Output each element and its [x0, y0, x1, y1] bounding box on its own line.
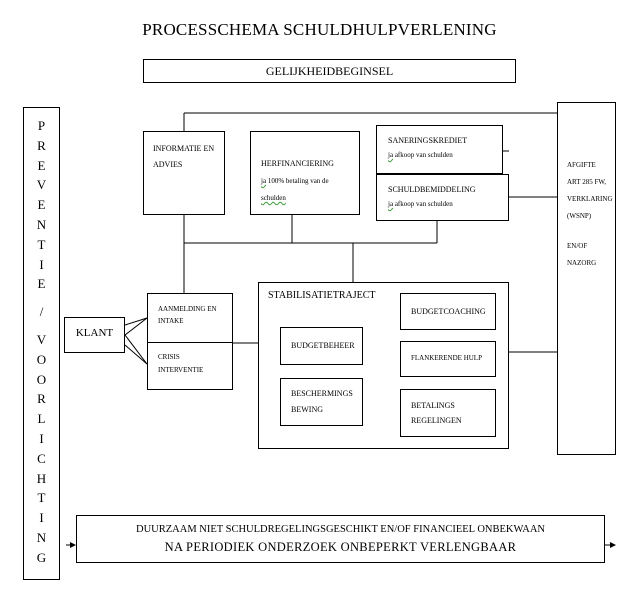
- page-title: PROCESSCHEMA SCHULDHULPVERLENING: [142, 20, 497, 39]
- prevention-letter: /: [39, 304, 44, 320]
- completion-line2: ART 285 FW,: [567, 178, 607, 186]
- long-term-line2: NA PERIODIEK ONDERZOEK ONBEPERKT VERLENG…: [164, 540, 517, 554]
- long-term-box: DUURZAAM NIET SCHULDREGELINGSGESCHIKT EN…: [76, 515, 605, 563]
- client-label: KLANT: [75, 327, 114, 339]
- completion-line4: (WSNP): [567, 212, 592, 220]
- supporting-help-box: FLANKERENDE HULP: [400, 341, 496, 377]
- client-box: KLANT: [64, 317, 125, 353]
- completion-line3: VERKLARING: [567, 195, 613, 203]
- remediation-credit-title: SANERINGSKREDIET: [388, 136, 468, 145]
- stabilization-title: STABILISATIETRAJECT: [268, 290, 376, 301]
- remediation-credit-sub: ja afkoop van schulden: [388, 151, 453, 159]
- prevention-letter: T: [37, 236, 46, 252]
- prevention-letter: R: [37, 137, 46, 153]
- prevention-letter: I: [39, 256, 44, 272]
- information-advice-box: INFORMATIE EN ADVIES: [143, 131, 225, 215]
- completion-line6: NAZORG: [567, 259, 597, 267]
- long-term-line1: DUURZAAM NIET SCHULDREGELINGSGESCHIKT EN…: [135, 524, 545, 535]
- prevention-letter: I: [39, 430, 44, 446]
- refinancing-box: HERFINANCIERING ja 100% betaling van de …: [250, 131, 360, 215]
- principle-banner-label: GELIJKHEIDBEGINSEL: [265, 64, 394, 78]
- completion-column: AFGIFTE ART 285 FW, VERKLARING (WSNP) EN…: [557, 102, 616, 455]
- remediation-credit-box: SANERINGSKREDIET ja afkoop van schulden: [376, 125, 503, 174]
- crisis-line2: INTERVENTIE: [158, 366, 204, 374]
- prevention-letter: R: [37, 391, 46, 407]
- crisis-line1: CRISIS: [158, 353, 180, 361]
- protection-line2: BEWING: [291, 405, 323, 414]
- budget-coaching-box: BUDGETCOACHING: [400, 293, 496, 330]
- completion-line5: EN/OF: [567, 242, 588, 250]
- crisis-intervention-box: CRISIS INTERVENTIE: [147, 342, 233, 390]
- payment-arrangements-line2: REGELINGEN: [411, 416, 462, 425]
- budget-management-box: BUDGETBEHEER: [280, 327, 363, 365]
- budget-management-label: BUDGETBEHEER: [291, 341, 355, 350]
- prevention-letter: V: [36, 331, 47, 347]
- supporting-help-label: FLANKERENDE HULP: [411, 354, 482, 362]
- refinancing-title: HERFINANCIERING: [261, 159, 334, 168]
- prevention-letter: E: [37, 276, 46, 292]
- protection-box: BESCHERMINGS BEWING: [280, 378, 363, 426]
- prevention-letter: N: [36, 216, 47, 232]
- intake-box: AANMELDING EN INTAKE: [147, 293, 233, 343]
- prevention-letter: O: [36, 351, 47, 367]
- prevention-letter: E: [37, 197, 46, 213]
- payment-arrangements-box: BETALINGS REGELINGEN: [400, 389, 496, 437]
- information-advice-line1: INFORMATIE EN: [153, 144, 215, 153]
- stabilization-box: STABILISATIETRAJECT: [258, 282, 509, 449]
- prevention-letter: V: [36, 177, 47, 193]
- prevention-letter: G: [36, 549, 47, 565]
- payment-arrangements-line1: BETALINGS: [411, 401, 455, 410]
- protection-line1: BESCHERMINGS: [291, 389, 353, 398]
- completion-line1: AFGIFTE: [567, 161, 596, 169]
- refinancing-sub2: schulden: [261, 194, 286, 202]
- information-advice-line2: ADVIES: [153, 160, 183, 169]
- prevention-letter: O: [36, 371, 47, 387]
- debt-mediation-box: SCHULDBEMIDDELING ja afkoop van schulden: [376, 174, 509, 221]
- prevention-letter: H: [36, 470, 47, 486]
- debt-mediation-sub: ja afkoop van schulden: [388, 200, 453, 208]
- principle-banner: GELIJKHEIDBEGINSEL: [143, 59, 516, 83]
- prevention-letter: T: [37, 490, 46, 506]
- prevention-letter: P: [37, 118, 46, 133]
- refinancing-sub1: ja 100% betaling van de: [261, 177, 329, 185]
- prevention-letter: L: [37, 411, 46, 427]
- prevention-letter: N: [36, 529, 47, 545]
- debt-mediation-title: SCHULDBEMIDDELING: [388, 185, 476, 194]
- intake-line1: AANMELDING EN: [158, 305, 217, 313]
- intake-line2: INTAKE: [158, 317, 184, 325]
- prevention-letter: C: [37, 450, 46, 466]
- prevention-letter: E: [37, 157, 46, 173]
- budget-coaching-label: BUDGETCOACHING: [411, 307, 486, 316]
- prevention-letter: I: [39, 510, 44, 526]
